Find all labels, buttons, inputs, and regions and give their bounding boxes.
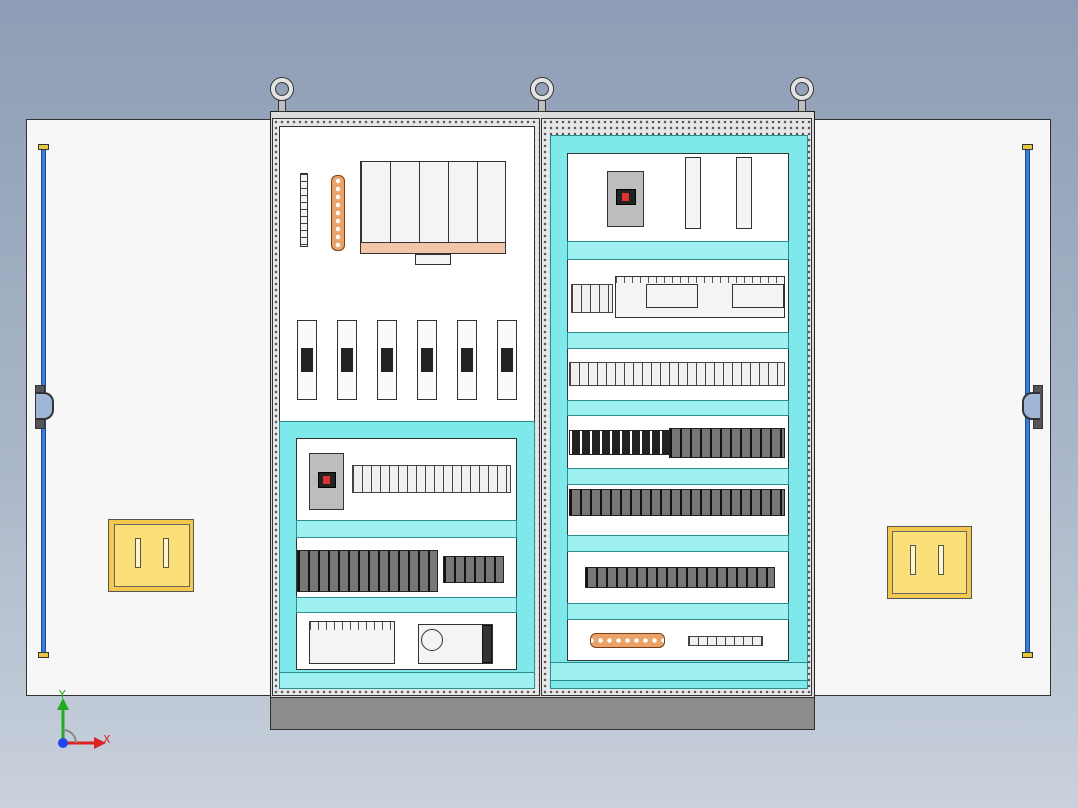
- right-door-rod-cap-top: [1022, 144, 1033, 150]
- left-door-latch-hook-icon: [36, 392, 54, 420]
- y-axis-label: Y: [59, 688, 66, 701]
- right-relay-row: [569, 430, 669, 455]
- right-pocket-slot-1: [910, 545, 916, 575]
- axis-triad-icon: [57, 698, 106, 749]
- surge-protector-1: [685, 157, 701, 229]
- lifting-eye-center-icon: [531, 78, 553, 100]
- lifting-eye-left-icon: [271, 78, 293, 100]
- right-relay-bank: [569, 489, 785, 516]
- power-supply-terminals: [482, 625, 492, 663]
- left-contactor-block: [443, 556, 504, 583]
- main-isolator-handle: [415, 254, 451, 265]
- right-contactor-row: [669, 428, 785, 458]
- right-door-rod-cap-bottom: [1022, 652, 1033, 658]
- right-duct-h1: [567, 241, 789, 260]
- right-duct-h5: [567, 535, 789, 552]
- cabinet-plinth: [270, 697, 815, 730]
- ground-terminal-strip-icon: [300, 173, 308, 247]
- main-isolator-base: [360, 242, 506, 254]
- left-door[interactable]: [26, 119, 272, 696]
- right-terminal-block-long: [585, 567, 775, 588]
- right-duct-h2: [567, 332, 789, 349]
- right-door[interactable]: [812, 119, 1051, 696]
- lifting-eye-stem-left: [278, 100, 286, 112]
- left-pocket-slot-2: [163, 538, 169, 568]
- molded-case-breaker-right-toggle: [622, 193, 629, 201]
- x-axis-head: [94, 737, 106, 749]
- left-duct-bottom: [279, 672, 535, 689]
- plc-module-left: [309, 621, 395, 664]
- axis-arc: [62, 729, 77, 744]
- right-pocket-slot-2: [938, 545, 944, 575]
- plc-io-module-2: [732, 284, 784, 308]
- z-axis-origin: [58, 738, 68, 748]
- x-axis-label: X: [103, 733, 111, 746]
- plc-io-module-1: [646, 284, 698, 308]
- fuse-core-5: [461, 348, 473, 372]
- left-duct-h2: [296, 597, 517, 613]
- left-door-rod-cap-bottom: [38, 652, 49, 658]
- left-mcb-row: [352, 465, 511, 493]
- fuse-core-4: [421, 348, 433, 372]
- right-duct-h4: [567, 468, 789, 485]
- lifting-eye-stem-center: [538, 100, 546, 112]
- right-door-latch-hook-icon: [1022, 392, 1040, 420]
- lifting-eye-stem-right: [798, 100, 806, 112]
- right-mcb-group: [571, 284, 613, 313]
- fuse-core-1: [301, 348, 313, 372]
- lifting-eye-right-icon: [791, 78, 813, 100]
- right-document-pocket-inner: [892, 531, 967, 594]
- left-duct-h1: [296, 520, 517, 538]
- fuse-core-3: [381, 348, 393, 372]
- right-duct-h3: [567, 400, 789, 416]
- y-axis-head: [57, 698, 69, 710]
- left-document-pocket-inner: [114, 524, 190, 587]
- molded-case-breaker-left-toggle: [323, 476, 330, 484]
- left-pocket-slot-1: [135, 538, 141, 568]
- left-door-rod-cap-top: [38, 144, 49, 150]
- main-isolator-switch: [360, 161, 506, 243]
- right-ground-terminal-strip: [688, 636, 763, 646]
- left-relay-row: [297, 550, 438, 592]
- fuse-core-6: [501, 348, 513, 372]
- right-duct-h6: [567, 603, 789, 620]
- right-neutral-busbar-icon: [590, 633, 665, 648]
- fuse-core-2: [341, 348, 353, 372]
- power-supply-fan-icon: [421, 629, 443, 651]
- neutral-busbar-icon: [331, 175, 345, 251]
- right-duct-bottom: [550, 662, 808, 681]
- surge-protector-2: [736, 157, 752, 229]
- right-terminal-row-1: [569, 362, 785, 386]
